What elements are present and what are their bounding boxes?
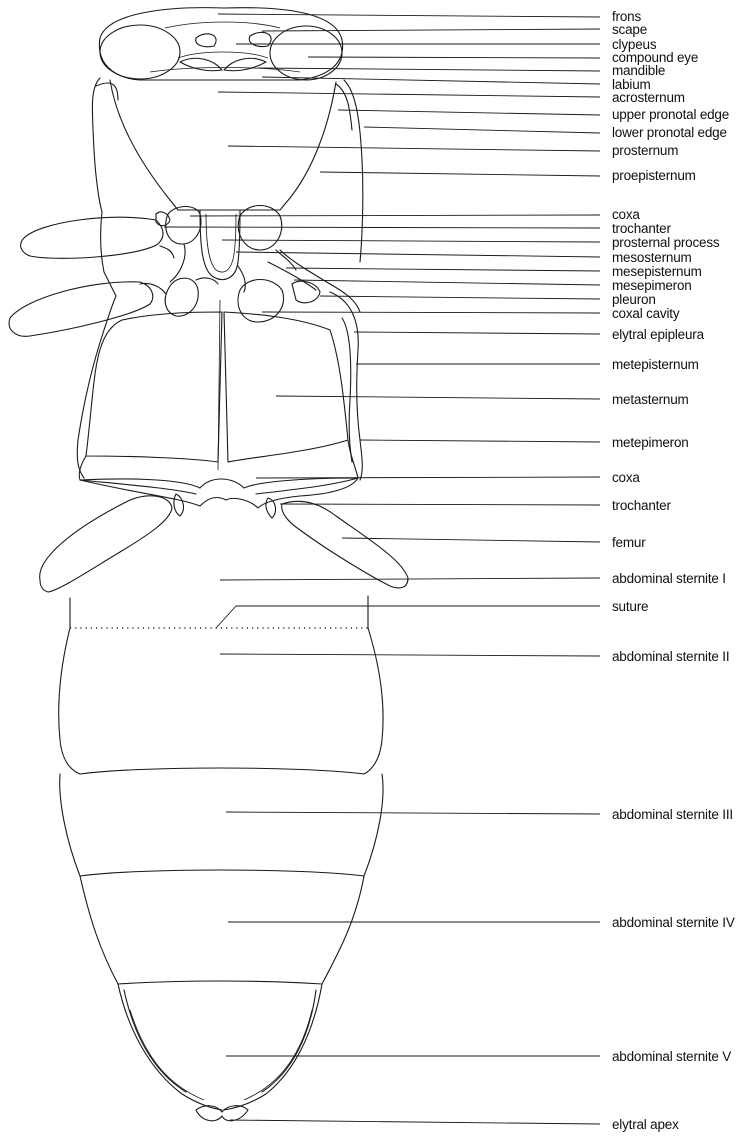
hind-legs <box>40 478 408 592</box>
prothorax <box>92 78 362 280</box>
metathorax <box>77 292 362 494</box>
front-legs <box>21 206 296 271</box>
abdomen <box>59 596 383 1121</box>
left-compound-eye <box>100 25 180 79</box>
leader-lines <box>164 14 600 1124</box>
mesothorax <box>9 212 360 336</box>
right-compound-eye <box>270 26 342 80</box>
elytral-apex-tip <box>196 1106 248 1121</box>
